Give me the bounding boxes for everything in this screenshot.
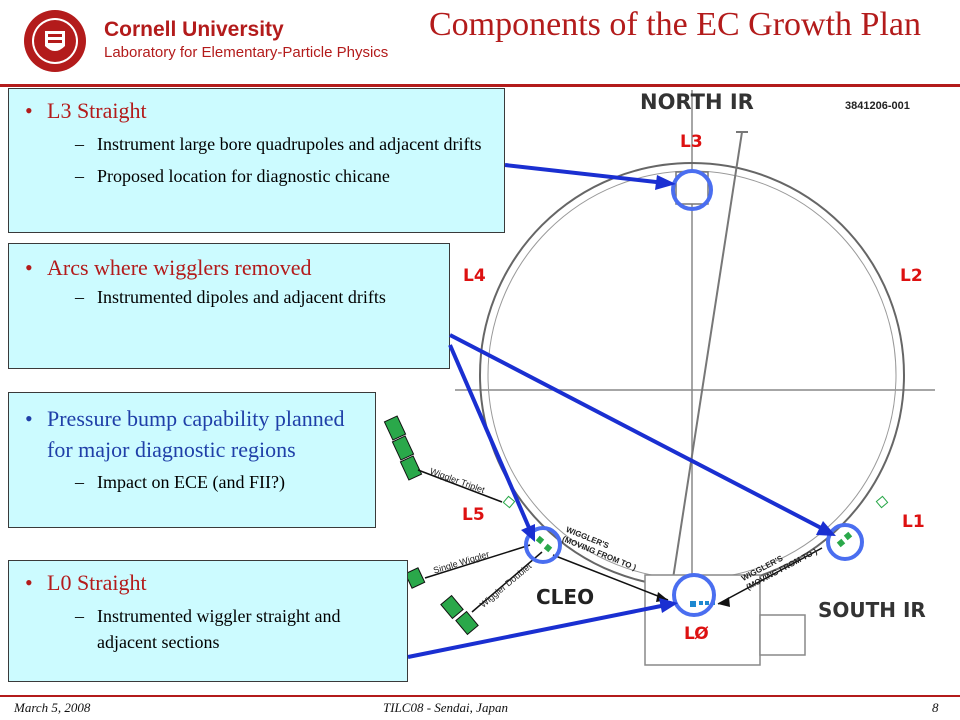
- footer-date: March 5, 2008: [14, 700, 91, 715]
- footer-divider: [0, 695, 960, 697]
- callout-subitem: Proposed location for diagnostic chicane: [9, 163, 504, 189]
- university-name: Cornell University: [104, 18, 284, 41]
- lab-name: Laboratory for Elementary-Particle Physi…: [104, 44, 389, 61]
- cleo-building: [644, 574, 761, 666]
- wiggler-magnet-icon: [690, 601, 696, 607]
- cornell-seal-icon: [24, 10, 86, 72]
- callout-subitem: Instrumented dipoles and adjacent drifts: [9, 284, 449, 310]
- l2-label: L2: [900, 266, 923, 286]
- header: Cornell University Laboratory for Elemen…: [0, 0, 960, 85]
- callout-subitem: Instrument large bore quadrupoles and ad…: [9, 131, 504, 157]
- single-wiggler-block: [404, 567, 426, 589]
- l3-highlight-circle: [671, 169, 713, 211]
- l1-highlight-circle: [826, 523, 864, 561]
- callout-subitem: Impact on ECE (and FII?): [9, 469, 375, 495]
- footer-page-number: 8: [932, 700, 939, 715]
- callout-l0-straight: L0 Straight Instrumented wiggler straigh…: [8, 560, 408, 682]
- l1-label: L1: [902, 512, 925, 532]
- l0-highlight-circle: [672, 573, 716, 617]
- callout-arcs: Arcs where wigglers removed Instrumented…: [8, 243, 450, 369]
- l3-label: L3: [680, 132, 703, 152]
- cleo-label: CLEO: [536, 585, 595, 609]
- l4-label: L4: [463, 266, 486, 286]
- callout-l3-straight: L3 Straight Instrument large bore quadru…: [8, 88, 505, 233]
- callout-pressure-bump: Pressure bump capability planned for maj…: [8, 392, 376, 528]
- l5-label: L5: [462, 505, 485, 525]
- callout-heading: L0 Straight: [9, 569, 407, 597]
- page-title: Components of the EC Growth Plan: [428, 6, 922, 43]
- north-ir-label: NORTH IR: [640, 90, 754, 114]
- header-divider: [0, 84, 960, 87]
- callout-subitem: Instrumented wiggler straight and adjace…: [9, 603, 407, 655]
- footer-venue: TILC08 - Sendai, Japan: [383, 700, 508, 715]
- wiggler-triplet-block: [383, 415, 407, 441]
- south-ir-label: SOUTH IR: [818, 598, 926, 622]
- l3-building: [675, 171, 709, 205]
- wiggler-doublet-block: [440, 594, 464, 620]
- drawing-id-label: 3841206-001: [845, 100, 910, 112]
- callout-heading: Arcs where wigglers removed: [9, 254, 449, 282]
- callout-heading: Pressure bump capability planned for maj…: [9, 403, 375, 465]
- l0-label: LØ: [684, 624, 709, 644]
- callout-heading: L3 Straight: [9, 97, 504, 125]
- l5-highlight-circle: [524, 526, 562, 564]
